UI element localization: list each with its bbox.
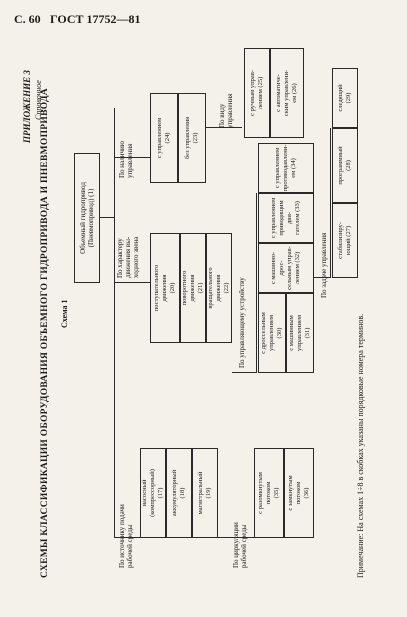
item-control-presence-24: с управлением (24): [150, 93, 178, 183]
item-control-device-30: с дроссельным управлением (30): [258, 293, 286, 373]
main-title: СХЕМЫ КЛАССИФИКАЦИИ ОБОРУДОВАНИЯ ОБЪЕМНО…: [40, 88, 50, 578]
group-label-circulation: По циркуляции рабочей среды: [232, 522, 248, 568]
group-label-control-task: По задаче управления: [320, 232, 328, 298]
group-label-motion: По характеру движения вы- ходного звена: [116, 236, 140, 278]
item-motion-21: поворотного движения (21): [180, 233, 206, 343]
item-control-task-29: следящий (29): [332, 68, 358, 128]
item-control-task-28: программный (28): [332, 128, 358, 203]
footnote: Примечание: На схемах 1÷8 в скобках указ…: [356, 313, 365, 578]
root-box: Объемный гидропривод (Пневмопривод) (1): [74, 153, 100, 283]
item-supply-18: аккумуляторный (18): [166, 448, 192, 538]
page-number: С. 60: [14, 12, 41, 26]
standard-number: ГОСТ 17752—81: [50, 12, 141, 26]
spine-line: [114, 108, 115, 538]
item-circulation-35: с разомкнутым потоком (35): [254, 448, 284, 538]
group-label-control-device: По управляющему устройству: [238, 277, 246, 368]
scheme-label: Схема 1: [60, 299, 69, 328]
item-control-device-31: с машинным управлением (31): [286, 293, 314, 373]
appendix-title: ПРИЛОЖЕНИЕ 3: [22, 70, 32, 143]
item-control-presence-23: без управления (23): [178, 93, 206, 183]
item-supply-17: насосный (компрессорный) (17): [140, 448, 166, 538]
item-motion-20: поступательного движения (20): [150, 233, 180, 343]
group-label-control-presence: По наличию управления: [118, 141, 134, 178]
item-control-type-25: с ручным управ- лением (25): [244, 48, 270, 138]
rotated-scheme: ПРИЛОЖЕНИЕ 3 Справочное СХЕМЫ КЛАССИФИКА…: [18, 38, 378, 598]
group-label-supply: По источнику подачи рабочей среды: [118, 504, 134, 568]
item-control-task-27: стабилизиру- ющий (27): [332, 203, 358, 278]
item-circulation-36: с замкнутым потоком (36): [284, 448, 314, 538]
item-control-device-34: с управлением противодавлени- ем (34): [258, 143, 314, 193]
item-control-device-33: с управлением приводящим дви- гателем (3…: [258, 193, 314, 243]
item-control-type-26: с автоматиче- ским управлени- ем (26): [270, 48, 304, 138]
item-supply-19: магистральный (19): [192, 448, 218, 538]
group-label-control-type: По виду управления: [218, 93, 234, 128]
item-motion-22: вращательного движения (22): [206, 233, 232, 343]
item-control-device-32: с машинно-дрос- сельным управ- лением (3…: [258, 243, 314, 293]
